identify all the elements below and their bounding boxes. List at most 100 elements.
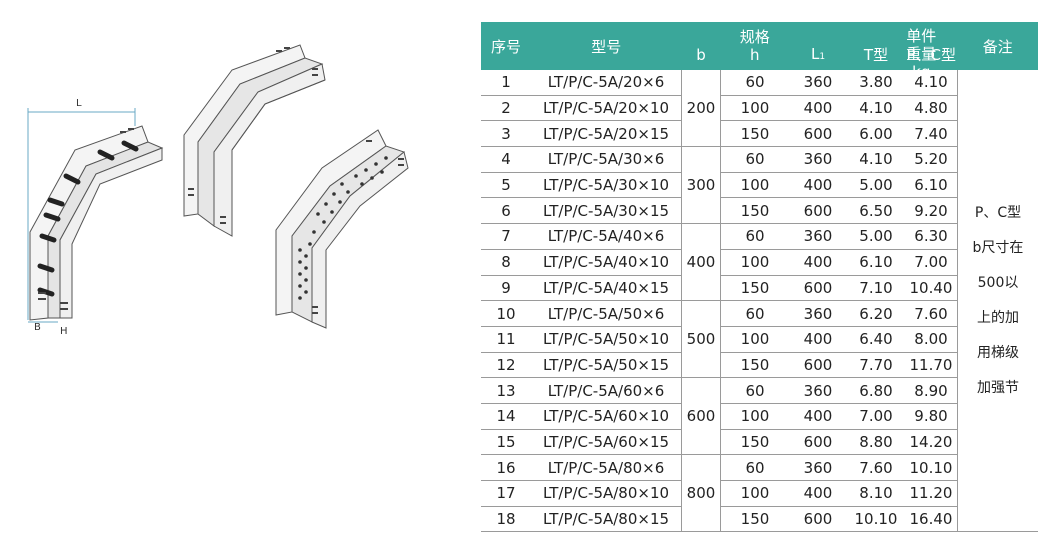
cell-model: LT/P/C-5A/20×6 [531,70,682,96]
cell-model: LT/P/C-5A/40×10 [531,249,682,276]
cell-t-weight: 5.00 [847,172,905,199]
cell-l1: 400 [789,480,847,507]
dimension-label-length: L [76,98,82,109]
remark-line: P、C型 [974,204,1022,221]
cell-model: LT/P/C-5A/20×10 [531,95,682,122]
cell-h: 60 [720,300,789,327]
cell-pc-weight: 11.70 [905,352,958,379]
cell-t-weight: 6.50 [847,197,905,225]
cell-b: 400 [681,223,721,302]
cell-no: 6 [481,197,531,225]
remark-line: b尺寸在 [972,239,1024,256]
cell-model: LT/P/C-5A/30×15 [531,197,682,225]
cell-no: 14 [481,403,531,430]
cell-l1: 400 [789,95,847,122]
cell-model: LT/P/C-5A/60×6 [531,377,682,404]
cell-l1: 600 [789,352,847,379]
cell-h: 150 [720,197,789,225]
cell-t-weight: 6.10 [847,249,905,276]
cell-h: 60 [720,454,789,481]
cell-pc-weight: 14.20 [905,429,958,456]
cell-l1: 600 [789,120,847,148]
cell-model: LT/P/C-5A/60×10 [531,403,682,430]
cell-model: LT/P/C-5A/30×10 [531,172,682,199]
dimension-label-height: H [60,326,68,337]
remark-line: 加强节 [977,379,1019,396]
cell-model: LT/P/C-5A/40×6 [531,223,682,250]
cell-h: 150 [720,429,789,456]
header-model: 型号 [531,22,682,70]
cell-no: 3 [481,120,531,148]
cell-pc-weight: 4.80 [905,95,958,122]
cell-t-weight: 6.20 [847,300,905,327]
trough-elbow-drawing [183,44,326,237]
cell-no: 1 [481,70,531,96]
cell-no: 13 [481,377,531,404]
cell-t-weight: 8.80 [847,429,905,456]
cell-no: 17 [481,480,531,507]
cell-l1: 600 [789,197,847,225]
cell-b: 600 [681,377,721,456]
cell-pc-weight: 7.00 [905,249,958,276]
cell-h: 100 [720,403,789,430]
cell-l1: 360 [789,70,847,96]
cell-l1: 400 [789,326,847,353]
cell-b: 500 [681,300,721,379]
cell-l1: 600 [789,506,847,533]
cell-pc-weight: 16.40 [905,506,958,533]
cell-l1: 360 [789,300,847,327]
cell-no: 11 [481,326,531,353]
cell-b: 300 [681,146,721,225]
cell-model: LT/P/C-5A/50×6 [531,300,682,327]
cell-pc-weight: 7.60 [905,300,958,327]
cell-l1: 400 [789,403,847,430]
perforation-holes [298,156,388,300]
cell-t-weight: 6.40 [847,326,905,353]
perforated-elbow-drawing [275,129,409,329]
header-t-type: T型 [847,22,905,70]
cell-no: 4 [481,146,531,173]
header-pc-type: 单件重量kg P、C型 [905,22,958,81]
cell-l1: 360 [789,146,847,173]
cell-t-weight: 8.10 [847,480,905,507]
cell-pc-weight: 7.40 [905,120,958,148]
cell-b: 800 [681,454,721,533]
cell-pc-weight: 9.80 [905,403,958,430]
header-remark: 备注 [957,22,1038,70]
cell-l1: 600 [789,429,847,456]
cell-pc-weight: 8.00 [905,326,958,353]
cell-t-weight: 7.00 [847,403,905,430]
cell-h: 60 [720,70,789,96]
cell-pc-weight: 10.40 [905,275,958,302]
cell-no: 16 [481,454,531,481]
cell-pc-weight: 10.10 [905,454,958,481]
cell-l1: 400 [789,249,847,276]
cell-h: 150 [720,275,789,302]
cell-h: 150 [720,352,789,379]
cell-l1: 600 [789,275,847,302]
cell-model: LT/P/C-5A/20×15 [531,120,682,148]
cell-model: LT/P/C-5A/80×15 [531,506,682,533]
cell-t-weight: 6.00 [847,120,905,148]
cell-t-weight: 10.10 [847,506,905,533]
cell-t-weight: 6.80 [847,377,905,404]
cell-b: 200 [681,70,721,148]
cell-l1: 400 [789,172,847,199]
cell-pc-weight: 4.10 [905,70,958,96]
header-no: 序号 [481,22,531,70]
remark-line: 500以 [977,274,1019,291]
cell-t-weight: 7.10 [847,275,905,302]
cell-t-weight: 5.00 [847,223,905,250]
